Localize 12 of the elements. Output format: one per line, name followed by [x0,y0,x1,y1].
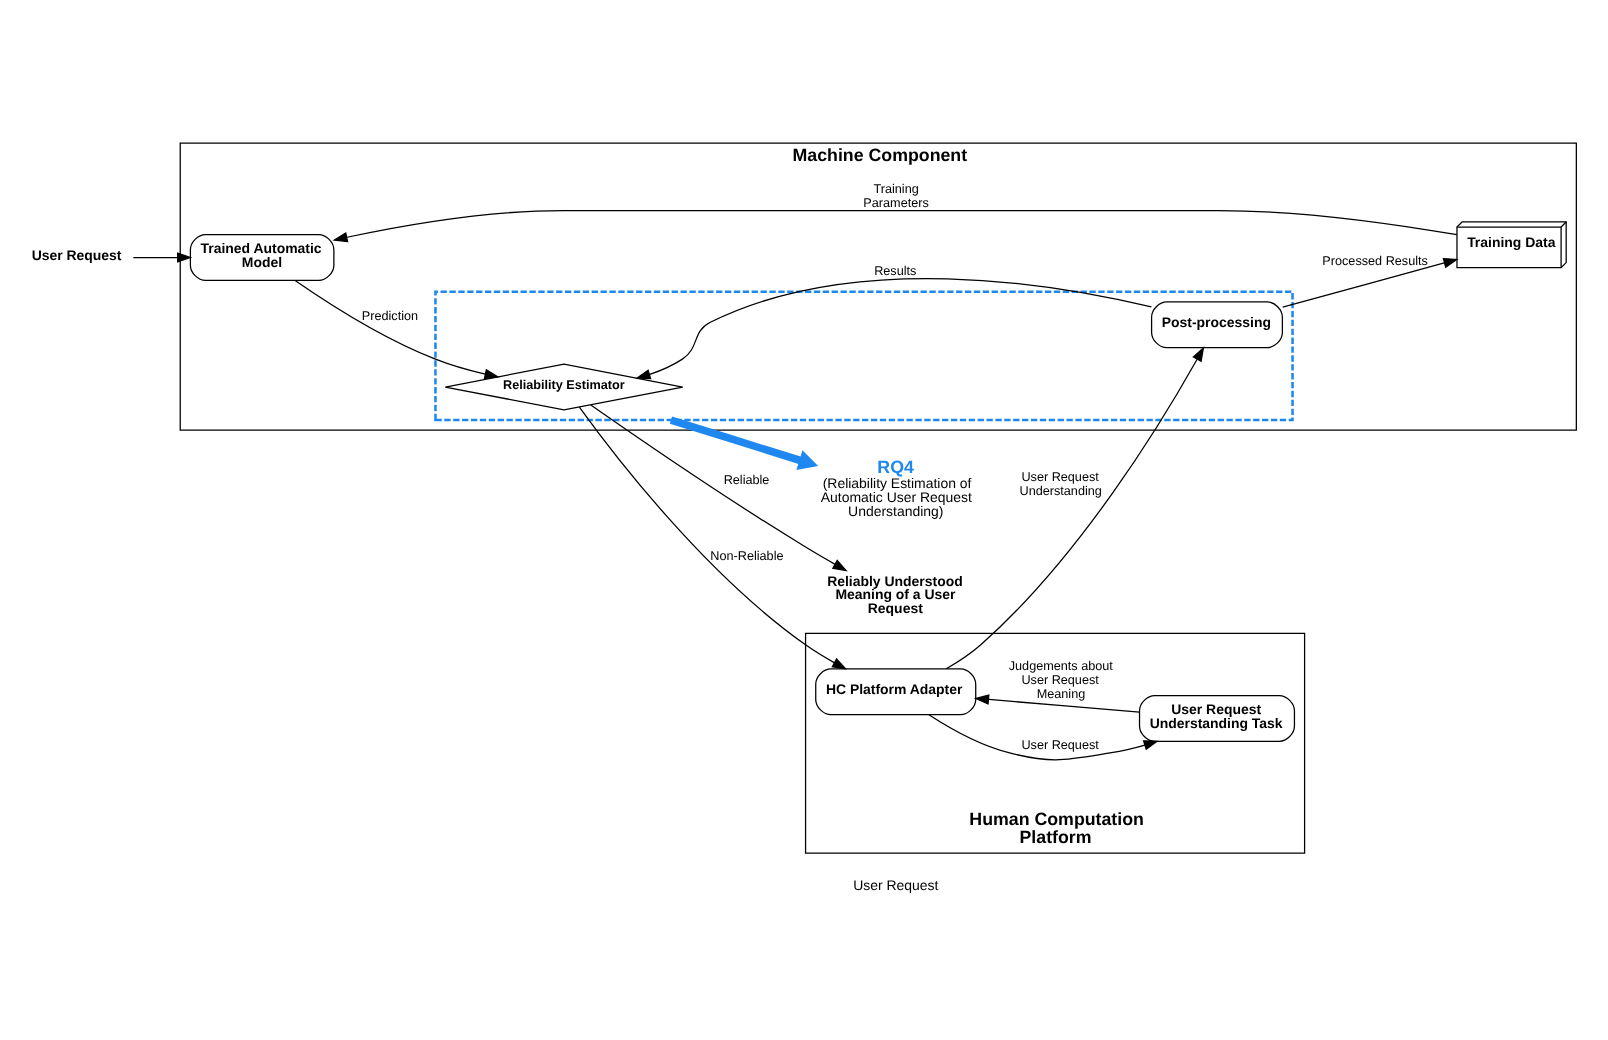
arrow [332,208,1458,242]
arrow [973,693,1141,712]
arrow [578,405,848,669]
arrow [132,251,193,262]
arrow [1282,256,1459,307]
arrow [928,713,1159,760]
arrow [294,279,500,379]
arrow [669,415,819,470]
arrow [945,345,1205,669]
arrow [590,403,848,571]
arrow [635,277,1152,379]
cluster [434,289,1294,421]
